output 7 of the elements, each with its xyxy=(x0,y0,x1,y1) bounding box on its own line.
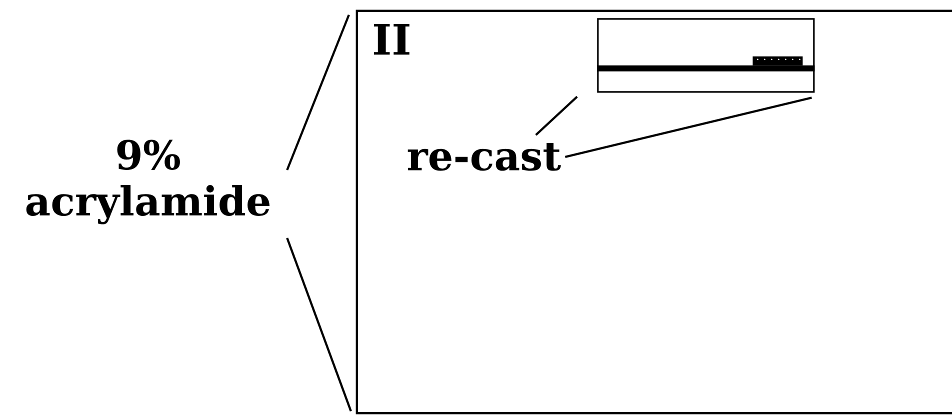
leader-line xyxy=(286,14,350,170)
text-label: re-cast xyxy=(408,143,561,171)
leader-line xyxy=(286,238,352,412)
leader-line xyxy=(564,96,812,158)
leader-line xyxy=(535,96,578,136)
gel-inset-drawing xyxy=(597,18,815,93)
text-label: 9% acrylamide xyxy=(26,140,270,224)
